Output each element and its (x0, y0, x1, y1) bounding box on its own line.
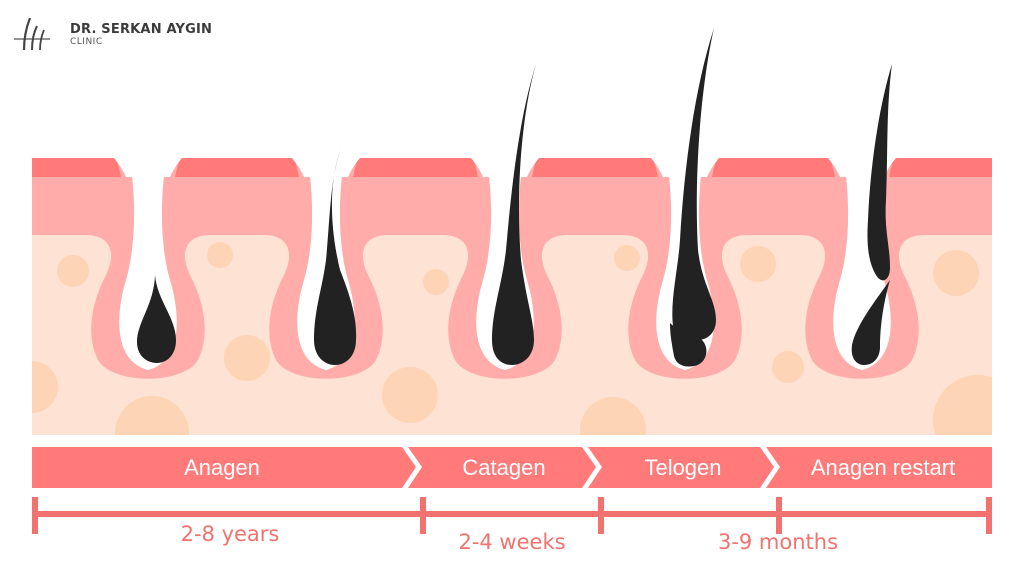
fat-cells (32, 242, 992, 435)
logo-subtitle: CLINIC (70, 37, 103, 47)
duration-catagen: 2-4 weeks (458, 530, 566, 554)
phase-bar (32, 447, 992, 488)
duration-timeline (32, 497, 992, 534)
duration-anagen: 2-8 years (180, 522, 280, 546)
logo-name: DR. SERKAN AYGIN (70, 22, 213, 37)
clinic-logo[interactable]: DR. SERKAN AYGIN CLINIC (14, 8, 214, 52)
duration-telogen: 3-9 months (717, 530, 839, 554)
phase-label-telogen: Telogen (644, 454, 722, 480)
hair-strands (137, 28, 892, 367)
phase-label-anagen-restart: Anagen restart (810, 454, 956, 480)
phase-label-catagen: Catagen (462, 454, 546, 480)
phase-label-anagen: Anagen (184, 454, 260, 480)
hair-strands-logo-icon (14, 17, 50, 51)
